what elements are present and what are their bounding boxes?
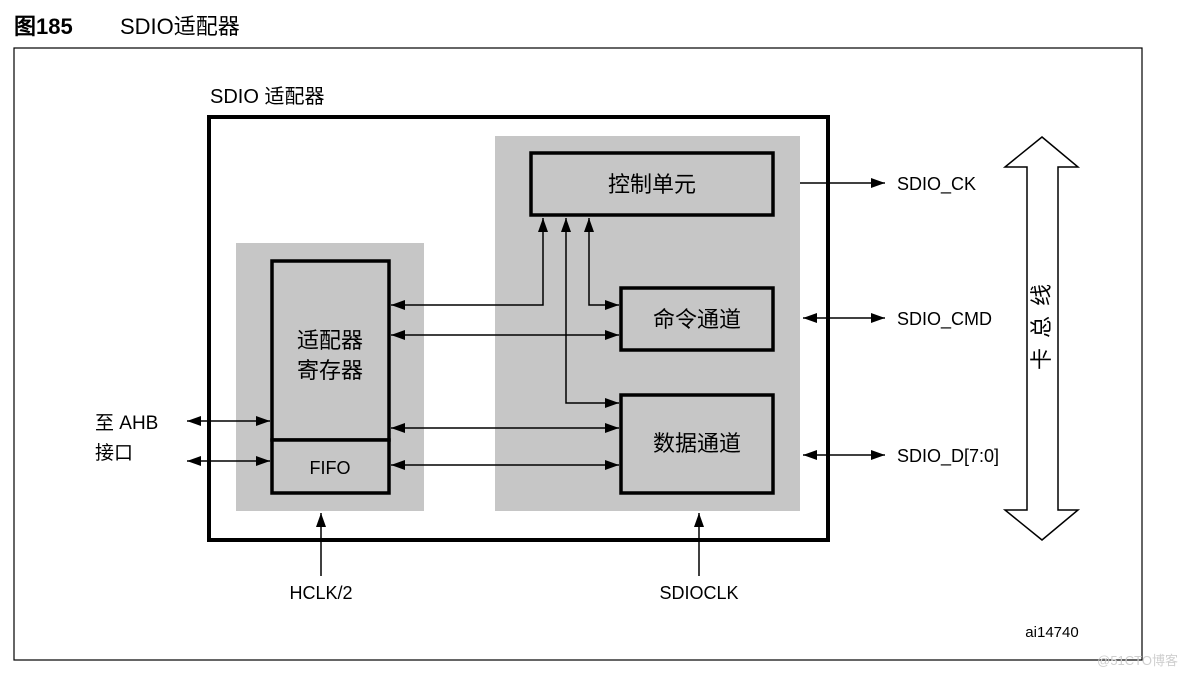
control-unit-block <box>529 151 775 217</box>
fifo-label: FIFO <box>310 458 351 478</box>
command-path-label: 命令通道 <box>653 307 741 332</box>
control-to-data-arrow <box>561 218 619 408</box>
adapter-registers-label-line1: 适配器 <box>297 328 363 353</box>
fifo-block <box>270 438 391 495</box>
figure-caption: SDIO适配器 <box>120 14 240 39</box>
clock-connections <box>316 513 704 576</box>
sdio-cmd-label: SDIO_CMD <box>897 309 992 330</box>
data-path-label: 数据通道 <box>653 431 741 456</box>
sdio-ck-label: SDIO_CK <box>897 174 976 195</box>
command-path-block <box>619 286 775 352</box>
control-unit-label: 控制单元 <box>608 172 696 197</box>
ahb-connections <box>187 416 270 466</box>
adapter-registers-label-line2: 寄存器 <box>297 358 363 383</box>
internal-connections <box>391 218 619 470</box>
sdioclk-label: SDIOCLK <box>659 583 738 603</box>
registers-to-control-arrow <box>391 218 548 310</box>
data-path-block <box>619 393 775 495</box>
ahb-label-line2: 接口 <box>95 442 133 464</box>
card-bus-label: 卡总线 <box>1029 274 1054 370</box>
watermark-text: @51CTO博客 <box>1097 653 1178 668</box>
adapter-registers-block <box>270 259 391 442</box>
outer-frame <box>13 47 1143 661</box>
sdio-signal-connections <box>800 178 885 460</box>
adapter-label: SDIO 适配器 <box>210 85 324 108</box>
ahb-label-line1: 至 AHB <box>95 413 158 434</box>
figure-id-label: ai14740 <box>1025 624 1078 641</box>
card-bus-arrow <box>1002 136 1081 541</box>
hclk-label: HCLK/2 <box>289 583 352 603</box>
figure-number: 图185 <box>14 14 73 39</box>
sdio-d-label: SDIO_D[7:0] <box>897 446 999 467</box>
